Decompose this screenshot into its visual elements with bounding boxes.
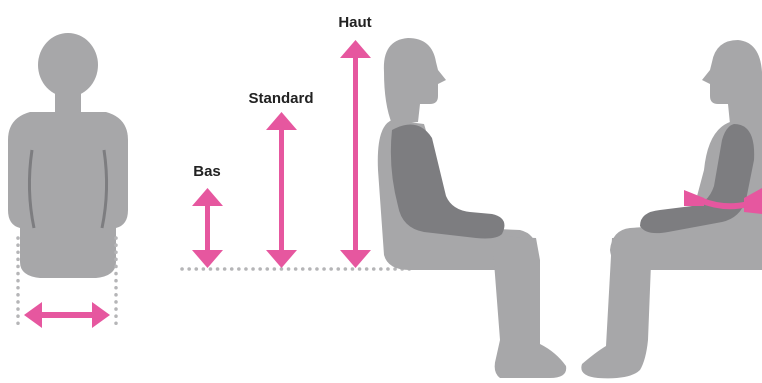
label-bas: Bas xyxy=(193,163,221,180)
front-figure-neck xyxy=(55,90,81,112)
side-figure-head xyxy=(383,38,446,124)
seat-width-dotted-outline xyxy=(16,236,118,327)
seat-width-arrow xyxy=(24,302,110,328)
arrow-haut xyxy=(340,40,371,268)
front-figure-right-arm-line xyxy=(100,149,109,229)
front-figure-head xyxy=(38,33,98,97)
label-standard: Standard xyxy=(248,90,313,107)
label-haut: Haut xyxy=(338,14,371,31)
side-figure-arm xyxy=(390,124,505,239)
arrow-bas xyxy=(192,188,223,268)
front-view-figure xyxy=(8,33,128,278)
side-figure-lower-leg xyxy=(492,236,567,378)
side-view-figure-height xyxy=(377,38,567,378)
lumbar-support-arrow xyxy=(684,188,762,214)
front-figure-left-arm-line xyxy=(27,149,36,229)
lumbar-figure-head xyxy=(702,40,762,124)
front-figure-torso xyxy=(8,112,128,278)
arrow-standard xyxy=(266,112,297,268)
side-view-figure-lumbar xyxy=(581,40,762,379)
lumbar-figure-lower-leg xyxy=(581,238,652,379)
